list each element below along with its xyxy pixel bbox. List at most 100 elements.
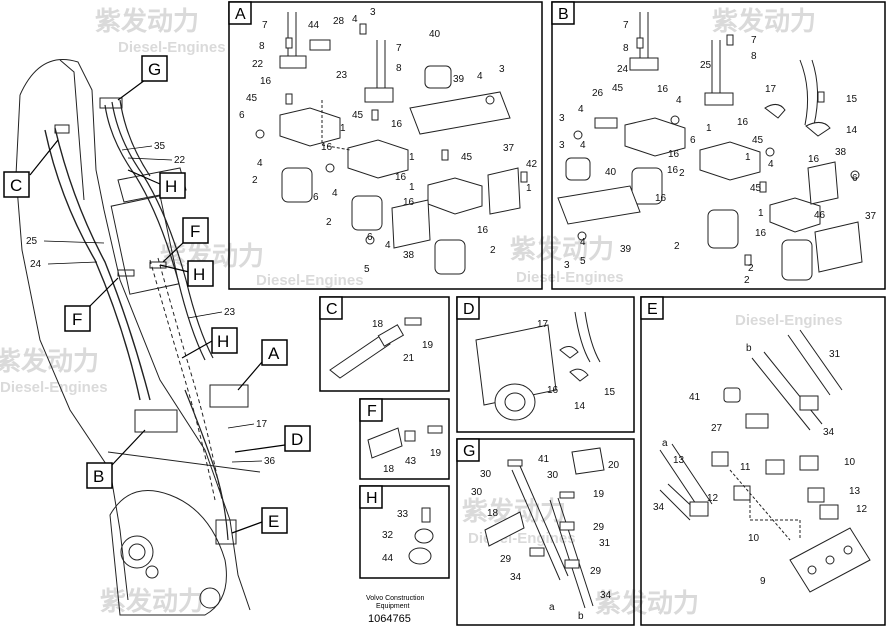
washer	[850, 170, 860, 180]
callout-a[interactable]: A	[237, 339, 288, 391]
label: 39	[453, 74, 465, 85]
coupling-cylinder	[781, 239, 813, 281]
callout-f[interactable]: F	[64, 277, 119, 332]
label: 4	[676, 95, 682, 106]
washer	[485, 95, 495, 105]
label: 3	[559, 113, 565, 124]
panel-b-labels: 7 7 8 8 24 25 17 16 4 3 26 15 4 45 1 16 …	[559, 20, 877, 286]
hose-line	[799, 59, 819, 126]
svg-text:D: D	[291, 430, 303, 449]
hose-upper	[119, 99, 151, 177]
distribution-block	[427, 177, 483, 215]
bolt	[726, 34, 734, 46]
panel-title: C	[326, 301, 338, 318]
label: 14	[846, 125, 858, 136]
panel-e: E b 31 41 27 34 a	[640, 296, 886, 626]
label: 17	[765, 84, 777, 95]
panel-tag	[228, 1, 252, 25]
panel-title: F	[367, 403, 377, 420]
label: b	[578, 611, 584, 622]
callout-b[interactable]: B	[86, 429, 146, 489]
watermark-cn: 紫发动力	[510, 234, 614, 264]
callout-c[interactable]: C	[3, 139, 59, 198]
label: 22	[252, 59, 264, 70]
label: 20	[608, 460, 620, 471]
panel-tag	[640, 296, 664, 320]
callout-e[interactable]: E	[231, 507, 288, 534]
label: 10	[844, 457, 856, 468]
panel-frame	[319, 296, 450, 392]
washer	[573, 130, 583, 140]
panel-e-labels: b 31 41 27 34 a 13 11 10 13 34 12 12 10 …	[653, 343, 868, 587]
panel-a-labels: 7 44 28 4 3 8 7 22 8 40 23 16 39 4 3 45 …	[239, 7, 538, 275]
label: 42	[526, 159, 538, 170]
fitting	[765, 459, 785, 475]
label: 40	[429, 29, 441, 40]
label: 5	[364, 264, 370, 275]
label: 34	[823, 427, 835, 438]
svg-text:H: H	[193, 265, 205, 284]
label: 16	[668, 149, 680, 160]
washer	[255, 129, 265, 139]
label: 1	[706, 123, 712, 134]
boom-crossbar	[107, 451, 261, 473]
label: 2	[326, 217, 332, 228]
callout-d[interactable]: D	[234, 425, 311, 453]
coupling-cylinder	[351, 195, 383, 231]
hose-line	[549, 497, 594, 609]
hose-hidden	[149, 259, 216, 501]
label: 38	[403, 250, 415, 261]
label: 29	[593, 522, 605, 533]
watermark-cn: 紫发动力	[595, 588, 699, 618]
svg-text:A: A	[268, 344, 280, 363]
washer	[670, 115, 680, 125]
bolt	[520, 171, 528, 183]
label: 1	[745, 152, 751, 163]
label: 6	[367, 232, 373, 243]
panel-frame	[228, 1, 543, 290]
bracket	[807, 161, 839, 205]
callout-h[interactable]: H	[159, 260, 214, 287]
label: 25	[700, 60, 712, 71]
label: 45	[752, 135, 764, 146]
label: 24	[617, 64, 629, 75]
callout-f[interactable]: F	[162, 217, 209, 263]
clamp-half	[408, 547, 432, 565]
label: 30	[471, 487, 483, 498]
label: 29	[590, 566, 602, 577]
cover-plate	[557, 185, 641, 225]
label: 2	[748, 263, 754, 274]
pivot-boss	[199, 587, 221, 609]
footer-line1: Volvo Construction	[366, 595, 424, 602]
panel-f: F 18 43 19	[359, 398, 450, 480]
callout-h[interactable]: H	[181, 327, 238, 359]
label: 41	[689, 392, 701, 403]
label: 6	[313, 192, 319, 203]
hose-25	[54, 127, 151, 401]
bolt	[559, 491, 575, 499]
bolt	[441, 149, 449, 161]
label: 3	[559, 140, 565, 151]
washer	[765, 147, 775, 157]
label: 16	[321, 142, 333, 153]
label: 1	[409, 182, 415, 193]
port	[825, 555, 835, 565]
watermark-en: Diesel-Engines	[735, 312, 843, 329]
boom-edge	[59, 59, 85, 201]
label: 8	[623, 43, 629, 54]
label: 4	[332, 188, 338, 199]
assembly-line	[729, 469, 801, 541]
washer	[325, 163, 335, 173]
panel-tag	[359, 398, 383, 422]
label: 4	[580, 140, 586, 151]
callout-g[interactable]: G	[117, 55, 168, 101]
hose-clamp	[117, 269, 135, 277]
label: 4	[578, 104, 584, 115]
label: 4	[768, 159, 774, 170]
hose-35	[111, 101, 214, 359]
panel-g: G 41 30 30 20 30 19 18 29 29 31 34 29 34	[456, 438, 635, 626]
callout-h[interactable]: H	[127, 169, 186, 199]
boom-outline	[19, 58, 251, 611]
panel-tag	[359, 485, 383, 509]
label: 16	[755, 228, 767, 239]
